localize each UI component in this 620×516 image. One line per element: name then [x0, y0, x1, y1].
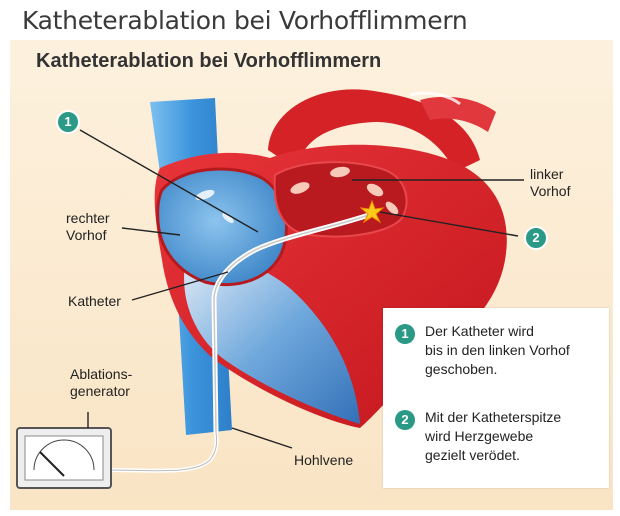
right-atrium-shape	[156, 167, 288, 287]
leader-line-hohlvene	[231, 427, 293, 449]
marker-1: 1	[56, 110, 80, 134]
legend-number-2: 2	[395, 410, 415, 430]
legend-number-1: 1	[395, 324, 415, 344]
legend-text-2: Mit der Katheterspitze wird Herzgewebe g…	[425, 409, 562, 463]
label-hohlvene: Hohlvene	[294, 452, 354, 468]
panel-title: Katheterablation bei Vorhofflimmern	[36, 50, 382, 72]
leader-line-2	[379, 211, 519, 237]
leader-line-katheter	[131, 271, 229, 301]
label-ablationsgenerator: Ablations- generator	[70, 366, 133, 399]
label-katheter: Katheter	[68, 293, 121, 309]
right-ventricle-shape	[184, 258, 360, 424]
marker-2: 2	[524, 226, 548, 250]
ablation-spark-icon	[359, 199, 385, 224]
legend-text-1: Der Katheter wird bis in den linken Vorh…	[425, 323, 570, 377]
leader-line-1	[79, 129, 259, 233]
gauge-needle	[39, 451, 65, 477]
ablation-generator-device	[16, 427, 112, 489]
page-title: Katheterablation bei Vorhofflimmern	[22, 6, 468, 35]
legend-box: 1 Der Katheter wird bis in den linken Vo…	[383, 308, 609, 488]
label-rechter-vorhof: rechter Vorhof	[66, 210, 110, 243]
leader-line-rechter-vorhof	[121, 227, 181, 236]
pulmonary-artery-shape	[420, 96, 496, 132]
generator-cable	[109, 431, 219, 473]
label-linker-vorhof: linker Vorhof	[530, 166, 571, 199]
